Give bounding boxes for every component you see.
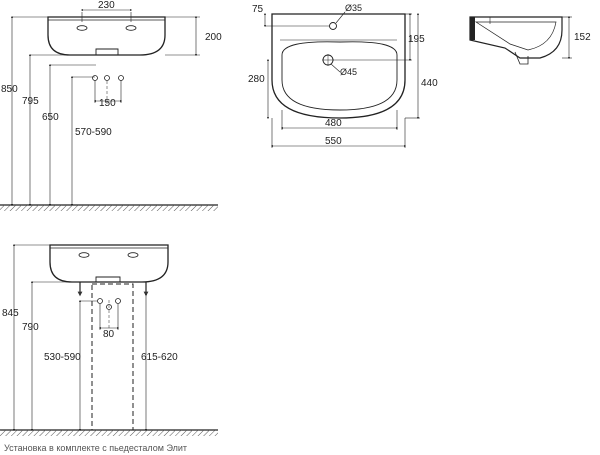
svg-text:Ø45: Ø45 xyxy=(340,67,357,77)
mount-hole-right xyxy=(125,25,137,31)
plan-view-labels: 75 Ø35 195 280 Ø45 440 480 550 xyxy=(248,3,438,147)
svg-text:75: 75 xyxy=(252,4,264,15)
caption-bar: Установка в комплекте с пьедесталом Элит xyxy=(0,440,600,455)
side-section-view xyxy=(469,15,572,65)
svg-text:195: 195 xyxy=(408,34,425,45)
svg-text:80: 80 xyxy=(103,329,115,340)
svg-text:795: 795 xyxy=(22,96,39,107)
water-pipe-left xyxy=(92,75,98,81)
svg-text:530-590: 530-590 xyxy=(44,352,81,363)
front-view-wall-mounted xyxy=(0,8,218,211)
side-section-outline xyxy=(469,16,563,59)
floor-hatch xyxy=(0,205,218,211)
svg-text:650: 650 xyxy=(42,112,59,123)
front-view-labels: 230 200 850 795 650 150 570-590 xyxy=(1,0,222,138)
svg-text:Ø35: Ø35 xyxy=(345,3,362,13)
svg-text:790: 790 xyxy=(22,322,39,333)
pedestal-outline xyxy=(91,283,134,431)
svg-text:280: 280 xyxy=(248,74,265,85)
svg-text:845: 845 xyxy=(2,308,19,319)
basin-plan-outline xyxy=(271,13,406,119)
drain-pipe xyxy=(104,75,110,81)
plan-view xyxy=(263,11,420,148)
svg-text:200: 200 xyxy=(205,32,222,43)
tap-hole xyxy=(329,22,337,30)
svg-text:570-590: 570-590 xyxy=(75,127,112,138)
mount-hole-left xyxy=(76,25,88,31)
basin-front-outline-pedestal xyxy=(49,244,169,283)
svg-text:440: 440 xyxy=(421,78,438,89)
pedestal-view xyxy=(0,243,218,436)
floor-hatch-bottom xyxy=(0,430,218,436)
svg-text:850: 850 xyxy=(1,84,18,95)
caption-text: Установка в комплекте с пьедесталом Элит xyxy=(4,443,188,453)
svg-text:230: 230 xyxy=(98,0,115,11)
drain-outlet xyxy=(95,48,119,55)
svg-text:152: 152 xyxy=(574,32,591,43)
water-pipe-right xyxy=(118,75,124,81)
svg-text:550: 550 xyxy=(325,136,342,147)
svg-text:150: 150 xyxy=(99,98,116,109)
bowl-outline xyxy=(281,41,398,111)
svg-text:615-620: 615-620 xyxy=(141,352,178,363)
svg-text:480: 480 xyxy=(325,118,342,129)
pedestal-view-labels: 845 790 530-590 80 615-620 xyxy=(2,308,178,363)
side-section-labels: 152 xyxy=(574,32,591,43)
basin-front-outline xyxy=(47,16,166,56)
